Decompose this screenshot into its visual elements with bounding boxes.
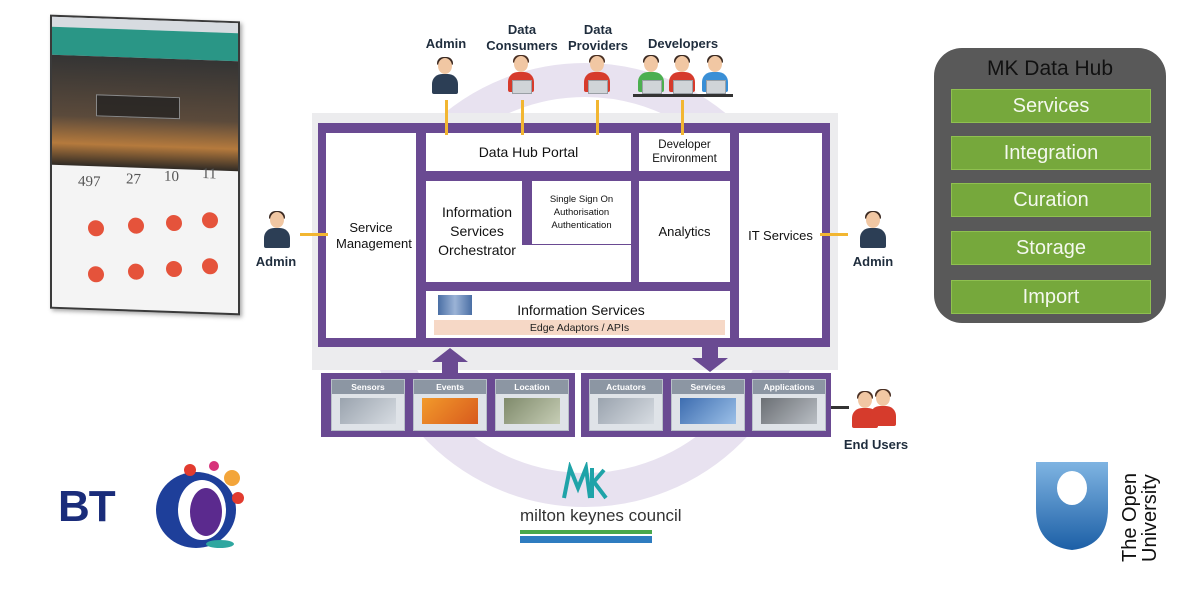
location-label: Location xyxy=(496,380,568,394)
admin-right-label: Admin xyxy=(852,254,894,269)
data-hub-portal-box: Data Hub Portal xyxy=(426,133,631,171)
connector-admin-left xyxy=(300,233,328,236)
tablet-service-icon xyxy=(128,217,144,234)
developers-desk xyxy=(633,94,733,97)
tablet-service-icon xyxy=(202,211,218,229)
data-hub-website-screenshot: 497 27 10 11 xyxy=(50,14,240,316)
information-services-label: Information Services xyxy=(517,302,645,318)
location-image xyxy=(504,398,560,424)
applications-image xyxy=(761,398,817,424)
connector-consumers xyxy=(521,100,524,135)
sso-box: Single Sign On Authorisation Authenticat… xyxy=(532,181,631,244)
information-services-icon xyxy=(438,295,472,315)
applications-label: Applications xyxy=(753,380,825,394)
events-image xyxy=(422,398,478,424)
developer-green-person-icon xyxy=(636,55,666,94)
events-label: Events xyxy=(414,380,486,394)
mk-data-hub-title: MK Data Hub xyxy=(986,57,1114,80)
developer-red-person-icon xyxy=(667,55,697,94)
connector-providers xyxy=(596,100,599,135)
data-providers-line1: Data xyxy=(583,22,613,37)
data-providers-line2: Providers xyxy=(568,38,628,53)
sensors-tile: Sensors xyxy=(331,379,405,431)
services-image xyxy=(680,398,736,424)
actuators-image xyxy=(598,398,654,424)
open-university-name: The Open University xyxy=(1119,464,1161,562)
admin-right-person-icon xyxy=(858,211,888,250)
applications-tile: Applications xyxy=(752,379,826,431)
hub-item-curation: Curation xyxy=(951,183,1151,217)
actuators-label: Actuators xyxy=(590,380,662,394)
tablet-stat-3: 10 xyxy=(164,168,179,186)
developer-blue-person-icon xyxy=(700,55,730,94)
tablet-stat-2: 27 xyxy=(126,171,141,188)
data-consumers-person-icon xyxy=(506,55,536,94)
actuators-tile: Actuators xyxy=(589,379,663,431)
service-management-box: Service Management xyxy=(326,133,416,338)
tablet-service-icon xyxy=(166,260,182,278)
data-consumers-label: Data Consumers xyxy=(480,22,564,54)
connector-end-users xyxy=(831,406,849,409)
bt-globe-logo-icon xyxy=(156,461,244,548)
tablet-service-icon xyxy=(88,220,104,237)
mk-council-name: milton keynes council xyxy=(520,506,682,525)
connector-admin-right xyxy=(820,233,848,236)
admin-top-label: Admin xyxy=(425,36,467,51)
bt-logo-text: BT xyxy=(58,482,116,531)
tablet-service-icon xyxy=(166,214,182,232)
services-label: Services xyxy=(672,380,744,394)
website-hero-image xyxy=(52,54,238,172)
down-arrow-icon xyxy=(692,346,728,372)
analytics-box: Analytics xyxy=(639,181,730,282)
events-tile: Events xyxy=(413,379,487,431)
admin-top-person-icon xyxy=(430,57,460,96)
services-tile: Services xyxy=(671,379,745,431)
hub-item-services: Services xyxy=(951,89,1151,123)
connector-developers xyxy=(681,100,684,135)
tablet-service-icon xyxy=(88,266,104,283)
information-services-orchestrator-box: Information Services Orchestrator xyxy=(426,181,522,282)
tablet-service-icon xyxy=(128,263,144,280)
tablet-stat-4: 11 xyxy=(202,165,217,183)
sensors-label: Sensors xyxy=(332,380,404,394)
ou-line2: University xyxy=(1139,474,1161,562)
developers-label: Developers xyxy=(647,36,719,51)
developer-environment-box: Developer Environment xyxy=(639,133,730,171)
hub-item-storage: Storage xyxy=(951,231,1151,265)
ou-line1: The Open xyxy=(1119,473,1141,562)
up-arrow-icon xyxy=(432,348,468,374)
tablet-stat-1: 497 xyxy=(78,173,101,191)
end-users-label: End Users xyxy=(843,437,909,452)
admin-left-label: Admin xyxy=(255,254,297,269)
mk-blue-line xyxy=(520,536,652,543)
data-providers-label: Data Providers xyxy=(560,22,636,54)
location-tile: Location xyxy=(495,379,569,431)
admin-left-person-icon xyxy=(262,211,292,250)
connector-admin-top xyxy=(445,100,448,135)
end-user-right-person-icon xyxy=(868,389,898,428)
tablet-service-icon xyxy=(202,257,218,275)
data-consumers-line1: Data xyxy=(507,22,537,37)
hub-item-integration: Integration xyxy=(951,136,1151,170)
mk-logo-mark-icon xyxy=(562,462,608,500)
it-services-box: IT Services xyxy=(739,133,822,338)
mk-logo-lettering: MK xyxy=(560,462,562,463)
hero-banner xyxy=(96,94,180,120)
hub-item-import: Import xyxy=(951,280,1151,314)
data-providers-person-icon xyxy=(582,55,612,94)
open-university-shield-icon xyxy=(1036,462,1108,550)
edge-adaptors-band: Edge Adaptors / APIs xyxy=(434,320,725,335)
sensors-image xyxy=(340,398,396,424)
mk-green-line xyxy=(520,530,652,534)
data-consumers-line2: Consumers xyxy=(486,38,558,53)
